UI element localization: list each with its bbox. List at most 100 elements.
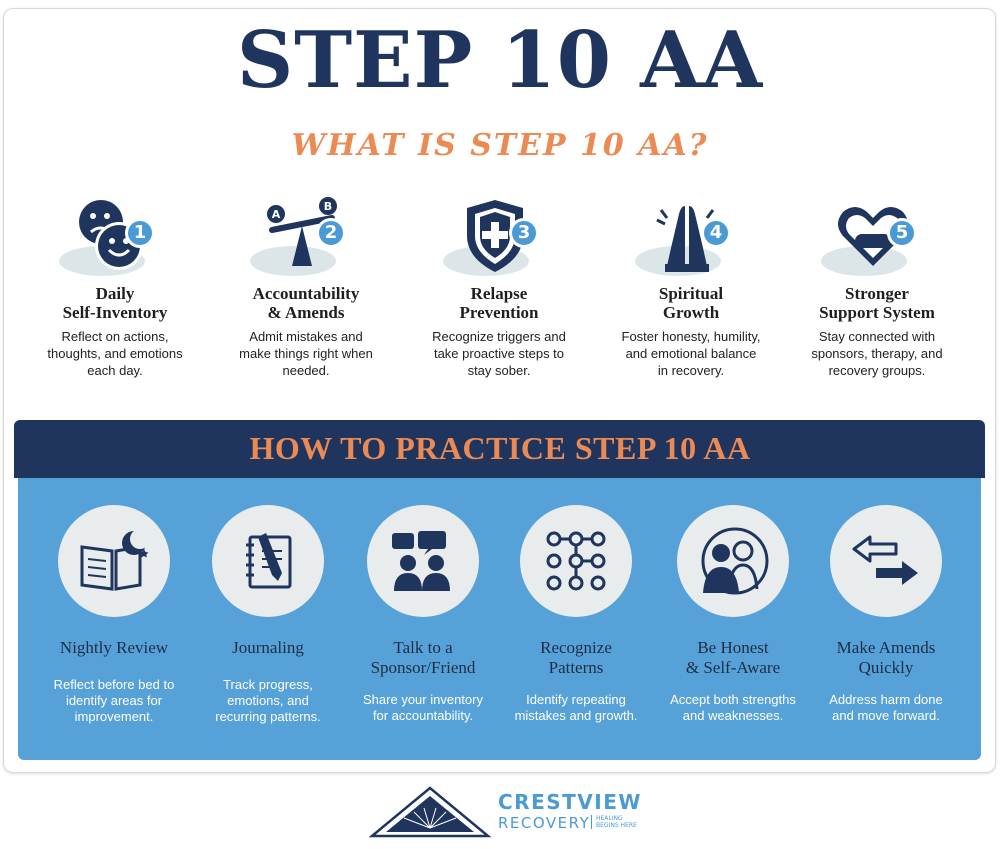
icon-circle bbox=[212, 505, 324, 617]
icon-circle bbox=[367, 505, 479, 617]
item-heading: Spiritual Growth bbox=[596, 284, 786, 322]
heading-line: Nightly Review bbox=[59, 638, 169, 657]
practice-heading: Recognize Patterns bbox=[498, 638, 654, 678]
top-item-spiritual-growth: 4 Spiritual Growth Foster honesty, humil… bbox=[596, 196, 786, 379]
heading-line: Patterns bbox=[548, 658, 604, 677]
arrows-exchange-icon bbox=[852, 535, 918, 585]
item-heading: Daily Self-Inventory bbox=[20, 284, 210, 322]
description-line: and move forward. bbox=[832, 708, 940, 723]
practice-description: Address harm done and move forward. bbox=[798, 692, 974, 724]
item-description: Recognize triggers and take proactive st… bbox=[404, 328, 594, 379]
practice-heading: Journaling bbox=[190, 638, 346, 658]
description-line: needed. bbox=[282, 363, 330, 378]
top-item-relapse-prevention: 3 Relapse Prevention Recognize triggers … bbox=[404, 196, 594, 379]
book-moon-icon bbox=[80, 529, 150, 591]
heading-line: Support System bbox=[819, 303, 935, 322]
description-line: improvement. bbox=[74, 709, 154, 724]
description-line: Share your inventory bbox=[363, 692, 483, 707]
praying-hands-icon bbox=[656, 206, 718, 272]
practice-heading: Nightly Review bbox=[36, 638, 192, 658]
page-title: STEP 10 AA bbox=[236, 15, 764, 106]
practice-item-recognize-patterns: Recognize Patterns Identify repeating mi… bbox=[498, 505, 654, 723]
description-line: recovery groups. bbox=[828, 363, 926, 378]
description-line: make things right when bbox=[239, 346, 373, 361]
heading-line: Journaling bbox=[232, 638, 304, 657]
logo-subtitle: RECOVERY bbox=[498, 814, 591, 832]
heading-line: Daily bbox=[95, 284, 135, 303]
icon-circle bbox=[58, 505, 170, 617]
heading-line: Talk to a bbox=[393, 638, 453, 657]
top-icon-wrap: 3 bbox=[439, 196, 559, 282]
top-icon-wrap: 5 bbox=[817, 196, 937, 282]
practice-description: Accept both strengths and weaknesses. bbox=[645, 692, 821, 724]
description-line: Stay connected with bbox=[818, 329, 936, 344]
practice-description: Identify repeating mistakes and growth. bbox=[488, 692, 664, 724]
description-line: Address harm done bbox=[829, 692, 943, 707]
heading-line: Self-Inventory bbox=[62, 303, 168, 322]
heading-line: Accountability bbox=[252, 284, 360, 303]
mirror-self-icon bbox=[701, 527, 769, 595]
description-line: identify areas for bbox=[65, 693, 163, 708]
description-line: Reflect before bed to bbox=[53, 677, 175, 692]
description-line: and emotional balance bbox=[625, 346, 757, 361]
svg-text:A: A bbox=[272, 208, 281, 221]
top-icon-wrap: 4 bbox=[631, 196, 751, 282]
description-line: Track progress, bbox=[223, 677, 313, 692]
section-banner bbox=[14, 420, 985, 478]
heading-line: Recognize bbox=[540, 638, 612, 657]
chat-people-icon bbox=[392, 531, 450, 591]
logo-name: CRESTVIEW bbox=[498, 790, 642, 814]
top-item-support-system: 5 Stronger Support System Stay connected… bbox=[782, 196, 972, 379]
item-description: Reflect on actions, thoughts, and emotio… bbox=[20, 328, 210, 379]
description-line: take proactive steps to bbox=[433, 346, 565, 361]
number-badge: 1 bbox=[125, 218, 155, 248]
icon-circle bbox=[677, 505, 789, 617]
heading-line: Sponsor/Friend bbox=[370, 658, 476, 677]
heading-line: Quickly bbox=[858, 658, 914, 677]
top-icon-wrap: A B 2 bbox=[246, 196, 366, 282]
heading-line: Relapse bbox=[470, 284, 528, 303]
heading-line: & Self-Aware bbox=[685, 658, 781, 677]
section-title: HOW TO PRACTICE STEP 10 AA bbox=[249, 430, 751, 466]
practice-item-nightly-review: Nightly Review Reflect before bed to ide… bbox=[36, 505, 192, 724]
svg-text:B: B bbox=[324, 200, 332, 213]
heading-line: Spiritual bbox=[658, 284, 724, 303]
practice-item-talk-to-sponsor: Talk to a Sponsor/Friend Share your inve… bbox=[345, 505, 501, 723]
top-item-daily-self-inventory: 1 Daily Self-Inventory Reflect on action… bbox=[20, 196, 210, 379]
number-badge: 5 bbox=[887, 218, 917, 248]
practice-description: Share your inventory for accountability. bbox=[335, 692, 511, 724]
pattern-grid-icon bbox=[546, 531, 606, 591]
icon-circle bbox=[830, 505, 942, 617]
item-heading: Stronger Support System bbox=[782, 284, 972, 322]
description-line: Accept both strengths bbox=[670, 692, 796, 707]
description-line: emotions, and bbox=[227, 693, 309, 708]
description-line: Admit mistakes and bbox=[249, 329, 363, 344]
heading-line: & Amends bbox=[267, 303, 345, 322]
heading-line: Stronger bbox=[845, 284, 909, 303]
practice-item-be-honest: Be Honest & Self-Aware Accept both stren… bbox=[655, 505, 811, 723]
practice-description: Reflect before bed to identify areas for… bbox=[26, 677, 202, 725]
practice-item-journaling: Journaling Track progress, emotions, and… bbox=[190, 505, 346, 724]
practice-heading: Be Honest & Self-Aware bbox=[655, 638, 811, 678]
description-line: each day. bbox=[87, 363, 143, 378]
top-item-accountability: A B 2 Accountability & Amends Admit mist… bbox=[211, 196, 401, 379]
practice-heading: Make Amends Quickly bbox=[808, 638, 964, 678]
description-line: sponsors, therapy, and bbox=[811, 346, 943, 361]
description-line: Identify repeating bbox=[526, 692, 626, 707]
item-description: Admit mistakes and make things right whe… bbox=[211, 328, 401, 379]
description-line: in recovery. bbox=[657, 363, 725, 378]
description-line: stay sober. bbox=[467, 363, 531, 378]
icon-backdrop bbox=[250, 246, 336, 276]
description-line: Recognize triggers and bbox=[432, 329, 566, 344]
page-subtitle: WHAT IS STEP 10 AA? bbox=[291, 128, 709, 163]
item-description: Foster honesty, humility, and emotional … bbox=[596, 328, 786, 379]
shield-plus-icon bbox=[467, 200, 523, 272]
tagline-line: BEGINS HERE bbox=[596, 822, 637, 829]
logo-tagline: HEALING BEGINS HERE bbox=[591, 815, 637, 829]
practice-panel bbox=[18, 478, 981, 760]
crestview-logo: CRESTVIEW RECOVERY HEALING BEGINS HERE bbox=[368, 784, 640, 840]
item-heading: Relapse Prevention bbox=[404, 284, 594, 322]
description-line: and weaknesses. bbox=[682, 708, 784, 723]
journal-pen-icon bbox=[246, 533, 292, 589]
heading-line: Make Amends bbox=[836, 638, 936, 657]
